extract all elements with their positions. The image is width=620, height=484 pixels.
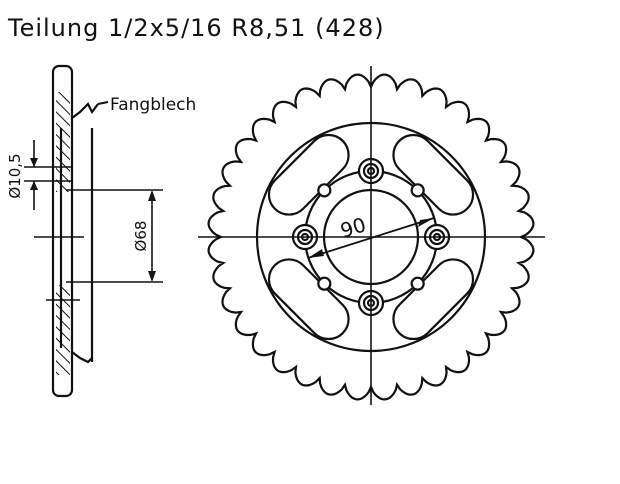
small-hole — [410, 276, 425, 291]
small-hole — [410, 183, 425, 198]
front-view — [198, 66, 545, 405]
catch-plate-top — [71, 102, 99, 119]
hub-bore-dimension: Ø68 — [132, 221, 150, 252]
bolt-hole-dimension: Ø10,5 — [6, 153, 24, 198]
catch-plate-label: Fangblech — [110, 95, 196, 115]
drawing-title: Teilung 1/2x5/16 R8,51 (428) — [8, 14, 385, 42]
small-hole — [317, 183, 332, 198]
plate-outline — [51, 64, 74, 398]
small-hole — [317, 276, 332, 291]
catch-plate-bottom — [71, 351, 93, 364]
bolt-circle-dimension: 90 — [337, 212, 368, 242]
side-view — [24, 64, 163, 398]
